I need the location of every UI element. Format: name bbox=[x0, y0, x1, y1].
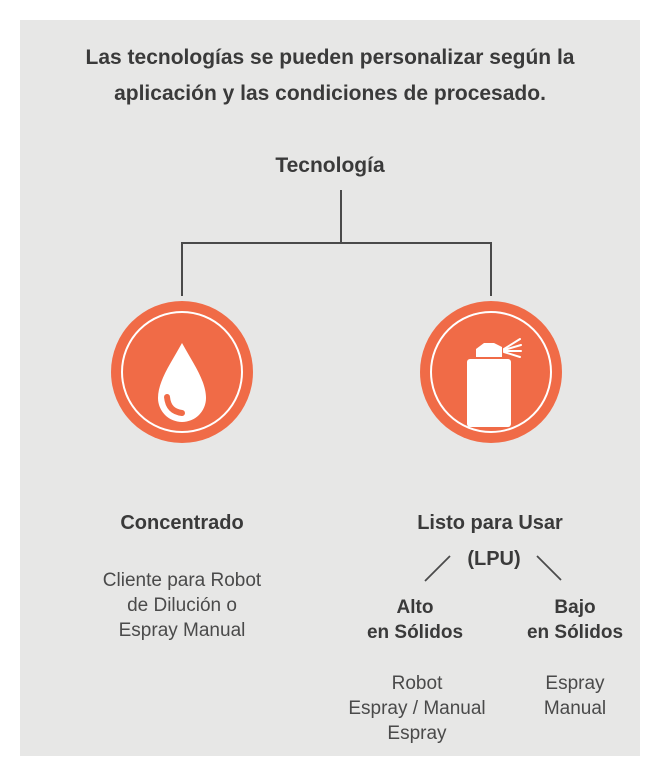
low-solids-title-line: Bajo bbox=[554, 597, 596, 618]
high-solids-description-line: Robot bbox=[391, 673, 443, 694]
concentrate-title: Concentrado bbox=[120, 512, 244, 534]
concentrate-description-line: de Dilución o bbox=[127, 595, 237, 616]
high-solids-description: Robot Espray / Manual Espray bbox=[325, 671, 509, 746]
low-solids-title: Bajo en Sólidos bbox=[505, 595, 645, 645]
diagram-heading: Las tecnologías se pueden personalizar s… bbox=[20, 40, 640, 112]
high-solids-description-line: Espray bbox=[387, 723, 447, 744]
lpu-right-diagonal bbox=[536, 555, 562, 581]
low-solids-description-line: Espray bbox=[545, 673, 605, 694]
high-solids-title-line: Alto bbox=[396, 597, 434, 618]
lpu-left-diagonal bbox=[424, 555, 451, 582]
water-drop-icon bbox=[158, 343, 206, 422]
low-solids-description-line: Manual bbox=[543, 698, 607, 719]
spray-can-icon bbox=[467, 338, 522, 427]
concentrate-description-line: Cliente para Robot bbox=[102, 570, 262, 591]
concentrate-description: Cliente para Robot de Dilución o Espray … bbox=[60, 568, 304, 643]
root-node-label: Tecnología bbox=[275, 154, 385, 177]
ready-to-use-icon-circle bbox=[420, 301, 562, 443]
concentrate-description-line: Espray Manual bbox=[118, 620, 246, 641]
high-solids-title-line: en Sólidos bbox=[366, 622, 464, 643]
concentrate-icon-circle bbox=[111, 301, 253, 443]
high-solids-title: Alto en Sólidos bbox=[340, 595, 490, 645]
heading-line-2: aplicación y las condiciones de procesad… bbox=[114, 82, 546, 105]
ready-to-use-title: Listo para Usar bbox=[417, 512, 563, 534]
low-solids-title-line: en Sólidos bbox=[526, 622, 624, 643]
lpu-abbreviation: (LPU) bbox=[467, 548, 521, 570]
concentrate-icon-ring bbox=[121, 311, 243, 433]
high-solids-description-line: Espray / Manual bbox=[348, 698, 486, 719]
ready-to-use-icon-ring bbox=[430, 311, 552, 433]
low-solids-description: Espray Manual bbox=[515, 671, 635, 721]
heading-line-1: Las tecnologías se pueden personalizar s… bbox=[85, 46, 575, 69]
